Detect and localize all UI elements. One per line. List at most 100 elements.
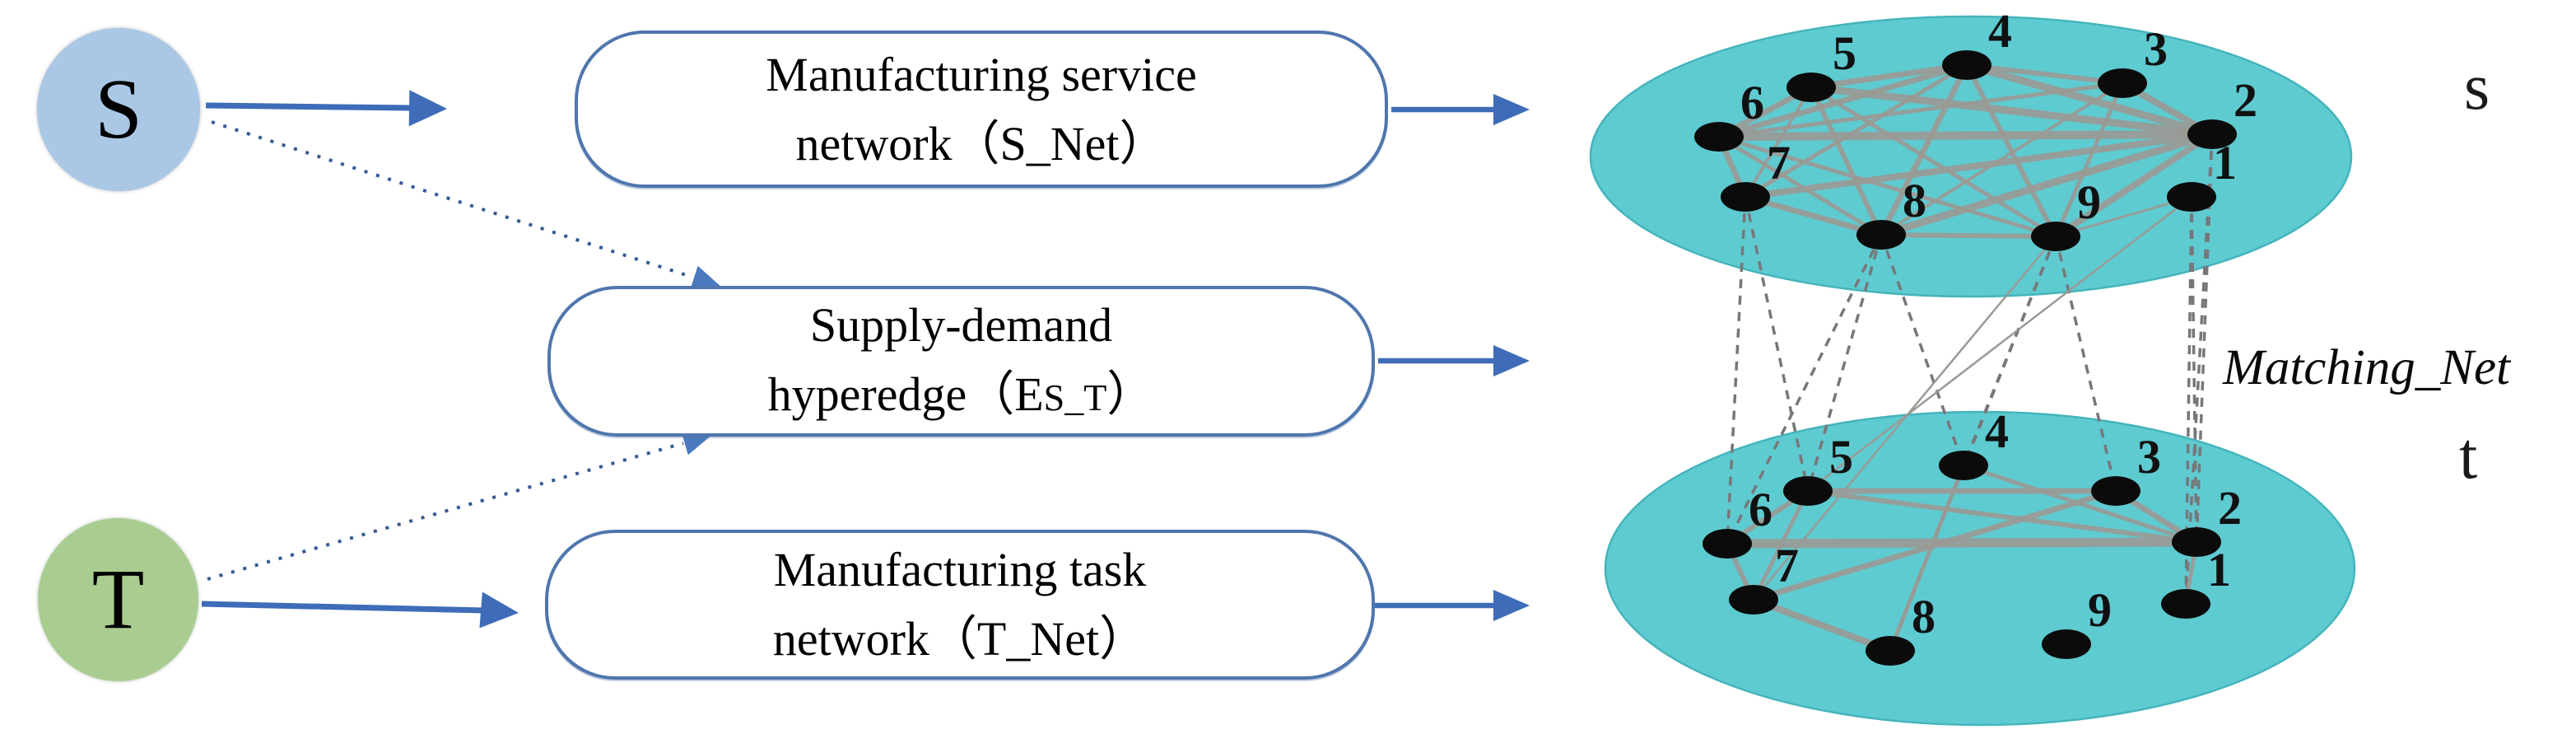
network-t-node-8-label: 8 (1912, 590, 1935, 643)
network-t-node-3 (2091, 476, 2140, 506)
network-t-edge-5-2 (1807, 489, 2197, 545)
box2-line2: hyperedge（ES_T） (768, 360, 1155, 432)
network-s-edge-5-7 (1744, 86, 1813, 199)
matching-edge-s1-t2 (2190, 196, 2198, 543)
source-node-t-label: T (91, 552, 145, 647)
matching-edge-s1-t1 (2184, 196, 2193, 605)
matching-edge-s8-t5 (1806, 234, 1883, 492)
network-s-node-6 (1694, 122, 1744, 152)
network-s-node-7 (1721, 182, 1770, 212)
network-t-node-9-label: 9 (2088, 583, 2112, 637)
network-s-ellipse (1589, 15, 2353, 298)
network-s-node-4-label: 4 (1988, 4, 2012, 58)
network-s-edge-3-8 (1880, 82, 2124, 236)
network-s-edge-3-6 (1718, 81, 2123, 139)
network-t-node-6-label: 6 (1749, 483, 1772, 536)
network-s-edge-3-9 (2053, 82, 2125, 237)
network-s-edge-8-9 (1880, 232, 2057, 239)
network-s-edge-4-2 (1965, 61, 2214, 138)
network-s-node-8 (1856, 220, 1906, 250)
network-s-node-9 (2031, 222, 2080, 251)
network-t-node-5 (1783, 476, 1833, 506)
arrow-tnet-to-t-network (1372, 590, 1530, 621)
matching-edge-s9-t3 (2054, 236, 2117, 492)
network-t-edge-6-2 (1726, 537, 2197, 549)
network-s-node-5-label: 5 (1833, 26, 1856, 80)
box2-line2-pre: hyperedge（E (767, 367, 1044, 421)
network-t-node-2-label: 2 (2218, 481, 2242, 535)
network-s-node-6-label: 6 (1740, 76, 1764, 129)
box2-line2-post: ） (1106, 367, 1155, 421)
t-network-label: t (2459, 420, 2478, 493)
box-manufacturing-service-network: Manufacturing service network（S_Net） (575, 30, 1388, 188)
matching-edge-s7-t5 (1744, 196, 1810, 492)
network-s-node-4 (1942, 50, 1991, 80)
network-t-node-5-label: 5 (1829, 430, 1853, 484)
source-node-s-label: S (95, 62, 142, 157)
network-s-edge-5-2 (1810, 83, 2213, 138)
box1-line1: Manufacturing service (766, 47, 1197, 101)
network-t-node-4 (1939, 451, 1988, 480)
network-s-edge-6-2 (1718, 130, 2213, 141)
network-t-edge-7-8 (1752, 596, 1892, 654)
arrow-s-to-hyperedge (211, 120, 722, 292)
network-s-edge-6-8 (1717, 134, 1883, 237)
network-s-edge-7-2 (1745, 131, 2213, 200)
box-manufacturing-task-network: Manufacturing task network（T_Net） (545, 530, 1375, 680)
network-s-edge-4-6 (1718, 62, 1968, 140)
source-node-s: S (37, 28, 200, 191)
network-s-node-3-label: 3 (2144, 22, 2168, 76)
network-s-node-7-label: 7 (1767, 136, 1791, 189)
network-s-node-1 (2167, 182, 2216, 212)
network-t-node-2 (2172, 527, 2221, 557)
matching-edge-s9-t8 (1889, 236, 2057, 652)
network-t-node-8 (1866, 636, 1915, 666)
matching-edge-s1-t5 (1807, 196, 2192, 492)
arrow-t-to-tnet (201, 591, 519, 629)
network-t-node-7 (1729, 585, 1778, 615)
network-s-node-2-label: 2 (2234, 73, 2257, 127)
network-s-node-9-label: 9 (2077, 175, 2101, 229)
network-s-edge-8-2 (1880, 130, 2214, 239)
network-s-edge-5-4 (1810, 62, 1968, 91)
box1-line2: network（S_Net） (795, 116, 1167, 171)
matching-edge-s7-t6 (1726, 196, 1747, 545)
box2-line1: Supply-demand (809, 297, 1113, 352)
network-s-node-5 (1786, 72, 1836, 102)
network-s-edge-9-2 (2053, 131, 2215, 240)
network-t-edge-8-4 (1888, 465, 1966, 652)
box3-line2: network（T_Net） (772, 612, 1148, 666)
box-supply-demand-hyperedge: Supply-demand hyperedge（ES_T） (547, 286, 1375, 437)
matching-edge-s8-t4 (1880, 234, 1965, 466)
arrow-hyperedge-to-matching (1378, 345, 1530, 376)
network-s-edge-9-1 (2055, 195, 2192, 238)
network-t-node-3-label: 3 (2137, 430, 2161, 484)
matching-net-label: Matching_Net (2223, 340, 2510, 395)
source-node-t: T (38, 518, 198, 681)
network-s-edge-7-8 (1745, 194, 1882, 238)
network-t-node-7-label: 7 (1775, 539, 1799, 592)
network-t-node-9 (2042, 629, 2091, 659)
network-s-edge-4-9 (1964, 63, 2058, 238)
network-t-edge-7-3 (1752, 488, 2117, 603)
network-t-node-1 (2161, 589, 2210, 619)
matching-edge-s8-t6 (1726, 234, 1883, 545)
network-s-node-8-label: 8 (1903, 174, 1926, 227)
network-s-edge-5-9 (1810, 85, 2057, 239)
box2-line2-sub: S_T (1043, 376, 1107, 418)
network-t-edge-4-2 (1963, 463, 2197, 545)
network-t-node-4-label: 4 (1985, 404, 2009, 458)
arrow-snet-to-s-network (1391, 94, 1530, 125)
s-network-label: s (2464, 51, 2490, 124)
network-s-node-3 (2098, 68, 2147, 98)
network-s-edge-4-8 (1878, 63, 1970, 236)
network-t-node-6 (1703, 529, 1752, 559)
network-s-edge-6-9 (1718, 134, 2057, 239)
arrow-s-to-snet (205, 90, 447, 127)
network-s-node-2 (2187, 119, 2237, 149)
matching-edge-s2-t1 (2184, 133, 2214, 605)
network-s-edge-5-8 (1809, 86, 1884, 236)
